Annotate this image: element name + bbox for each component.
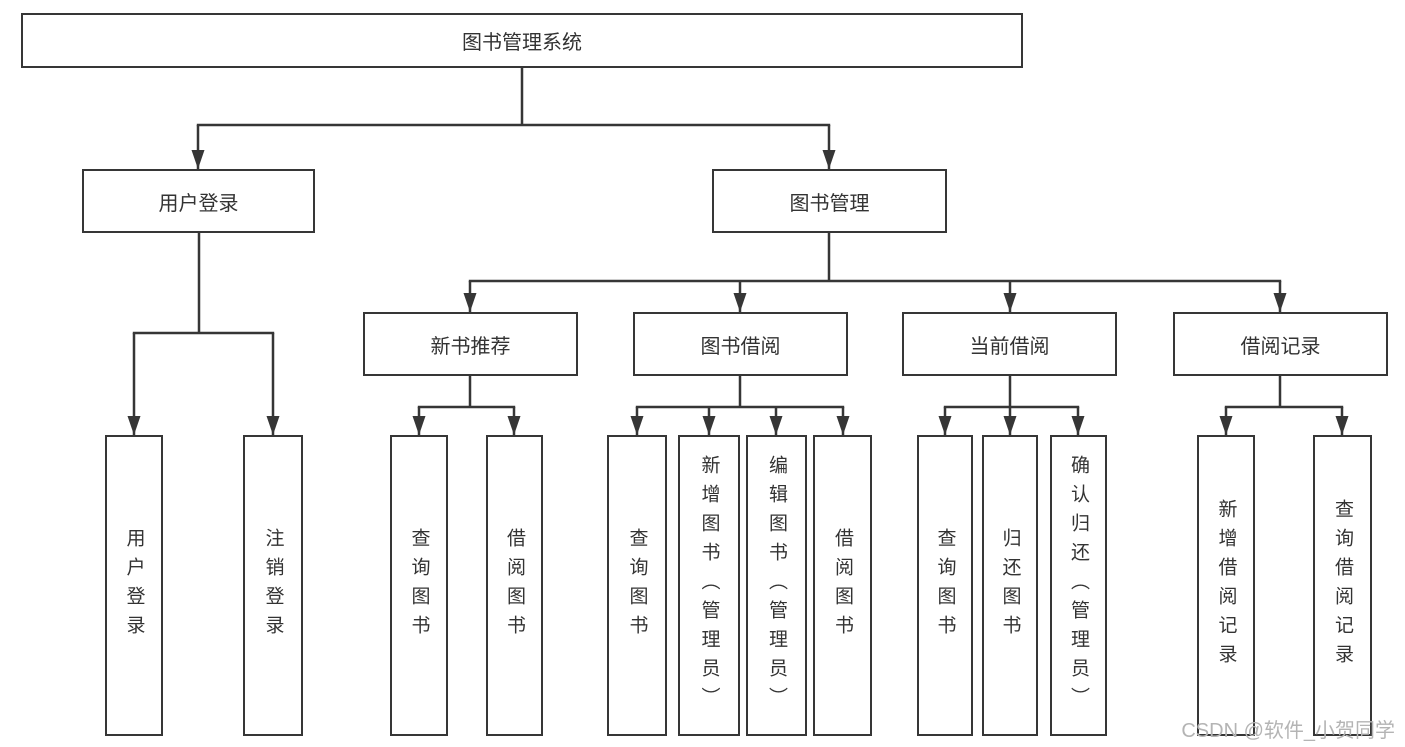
node-label: 查询图书 [408, 527, 430, 644]
node-current-borrowing: 当前借阅 [902, 312, 1117, 376]
node-bb-query-books: 查询图书 [607, 435, 667, 736]
node-new-book-recommend: 新书推荐 [363, 312, 578, 376]
node-label: 新增借阅记录 [1215, 498, 1237, 673]
node-login: 用户登录 [105, 435, 163, 736]
node-label: 查询借阅记录 [1332, 498, 1353, 673]
watermark: CSDN @软件_小贺同学 [1181, 720, 1395, 742]
node-cb-return-books: 归还图书 [982, 435, 1038, 736]
node-label: 用户登录 [123, 527, 145, 644]
node-cb-confirm-return: 确认归还（管理员） [1050, 435, 1107, 736]
node-label: 编辑图书（管理员） [766, 455, 787, 716]
node-label: 借阅图书 [832, 527, 853, 644]
node-label: 借阅记录 [1240, 335, 1321, 358]
node-label: 确认归还（管理员） [1068, 455, 1089, 716]
node-label: 归还图书 [999, 527, 1021, 644]
node-bb-add-books: 新增图书（管理员） [678, 435, 740, 736]
node-bb-borrow-books: 借阅图书 [813, 435, 872, 736]
node-label: 新增图书（管理员） [698, 455, 720, 716]
node-br-query-record: 查询借阅记录 [1313, 435, 1372, 736]
node-label: 图书借阅 [700, 335, 781, 358]
node-book-borrowing: 图书借阅 [633, 312, 848, 376]
node-label: 当前借阅 [969, 335, 1050, 358]
node-borrowing-records: 借阅记录 [1173, 312, 1388, 376]
node-root: 图书管理系统 [21, 13, 1023, 68]
node-label: 查询图书 [626, 527, 648, 644]
node-cb-query-books: 查询图书 [917, 435, 973, 736]
node-book-management: 图书管理 [712, 169, 947, 233]
node-label: 图书管理系统 [462, 32, 582, 54]
node-user-login: 用户登录 [82, 169, 315, 233]
node-nbr-query-books: 查询图书 [390, 435, 448, 736]
node-label: 新书推荐 [430, 335, 511, 358]
node-bb-edit-books: 编辑图书（管理员） [746, 435, 807, 736]
node-logout: 注销登录 [243, 435, 303, 736]
node-label: 注销登录 [262, 527, 284, 644]
node-nbr-borrow-books: 借阅图书 [486, 435, 543, 736]
node-label: 借阅图书 [504, 527, 525, 644]
node-label: 用户登录 [158, 192, 239, 215]
node-label: 图书管理 [789, 192, 870, 215]
node-label: 查询图书 [934, 527, 956, 644]
node-br-add-record: 新增借阅记录 [1197, 435, 1255, 736]
